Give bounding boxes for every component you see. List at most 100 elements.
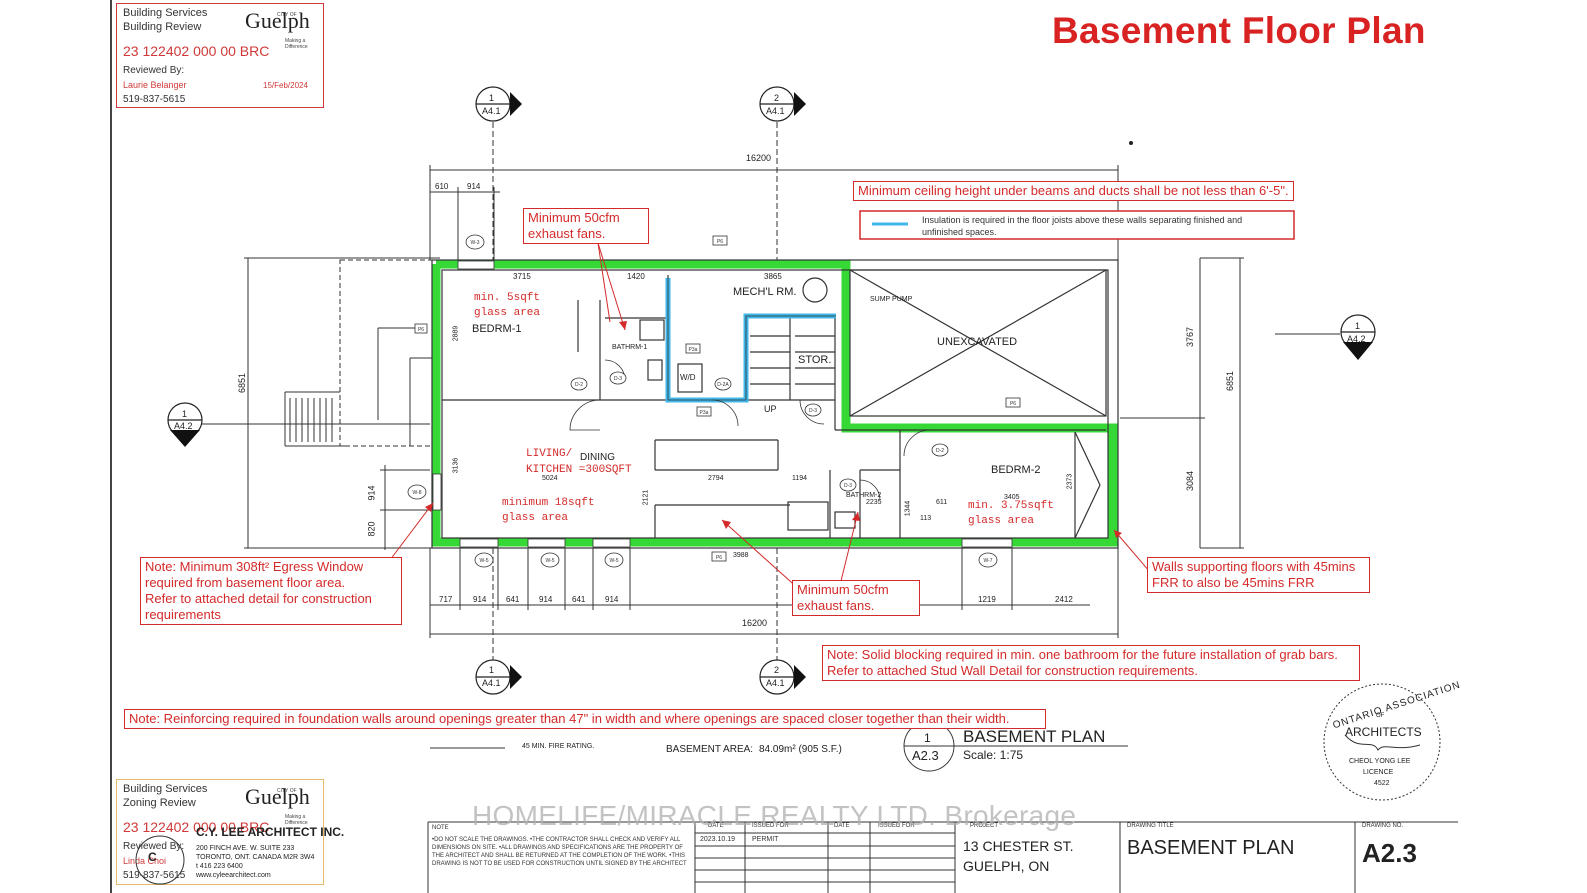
plan-title-sheet: A2.3	[912, 748, 939, 763]
label-wd: W/D	[680, 373, 696, 382]
section-marker-1-bottom-num: 1	[489, 665, 495, 675]
firm-logo: C	[148, 850, 157, 864]
section-marker-2-bottom-num: 2	[774, 665, 780, 675]
tb-row-issued: PERMIT	[752, 836, 779, 843]
section-marker-2-top-num: 2	[774, 93, 780, 103]
stamp-line2: Zoning Review	[123, 797, 196, 809]
dim-914-left: 914	[366, 485, 377, 501]
dim-1194: 1194	[792, 475, 808, 482]
dim-2235: 2235	[866, 499, 882, 506]
tb-row-date: 2023.10.19	[700, 836, 736, 843]
plan-title-num: 1	[924, 731, 931, 745]
svg-text:P6: P6	[1010, 401, 1016, 407]
dim-2412: 2412	[1055, 595, 1073, 604]
svg-text:P6: P6	[716, 555, 722, 561]
tb-drawing-no-header: DRAWING NO.	[1362, 823, 1404, 829]
plan-title-scale: Scale: 1:75	[963, 748, 1024, 762]
svg-text:W-3: W-3	[470, 240, 479, 246]
svg-text:D-3: D-3	[809, 408, 817, 414]
dim-2889: 2889	[452, 325, 460, 342]
label-mech: MECH'L RM.	[733, 286, 797, 298]
svg-text:D-2: D-2	[936, 448, 944, 454]
dim-5024: 5024	[542, 475, 558, 482]
dim-2121: 2121	[642, 489, 650, 506]
dim-1344: 1344	[904, 500, 912, 517]
stamp-line1: Building Services	[123, 7, 208, 19]
firm-tel: t 416 223 6400	[196, 863, 243, 870]
stamp-reviewed-label: Reviewed By:	[123, 841, 185, 852]
dim-820: 820	[366, 521, 377, 537]
svg-text:W-8: W-8	[412, 490, 421, 496]
dim-bottom-4: 914	[539, 595, 553, 604]
svg-text:P3a: P3a	[689, 347, 698, 353]
stamp-line1: Building Services	[123, 783, 208, 795]
dim-610: 610	[435, 182, 449, 191]
dim-3865: 3865	[764, 272, 782, 281]
svg-text:P3a: P3a	[700, 410, 709, 416]
section-marker-1-top-ref: A4.1	[482, 106, 501, 116]
stamp-reviewed-label: Reviewed By:	[123, 65, 185, 76]
dim-bottom-1: 717	[439, 595, 453, 604]
svg-text:D-2A: D-2A	[717, 382, 729, 388]
tb-drawing-no: A2.3	[1362, 838, 1417, 868]
label-kitchen: KITCHEN =300SQFT	[526, 464, 632, 476]
dim-3405: 3405	[1004, 494, 1020, 501]
page-title: Basement Floor Plan	[1052, 10, 1426, 51]
stamp-reviewer: Linda Choi	[123, 856, 167, 866]
stamp-logo-city: CITY OF	[277, 788, 297, 794]
note-egress-window: Note: Minimum 308ft² Egress Window requi…	[140, 557, 402, 625]
sheet-border-left	[110, 0, 112, 893]
stamp-logo-city: CITY OF	[277, 12, 297, 18]
legend-area-label: BASEMENT AREA:	[666, 744, 754, 755]
section-marker-2-bottom-ref: A4.1	[766, 678, 785, 688]
dim-3715: 3715	[513, 272, 531, 281]
dim-overall-bottom: 16200	[742, 618, 768, 628]
tb-project-line1: 13 CHESTER ST.	[963, 838, 1074, 854]
stamp-logo-caption: Making a Difference	[285, 814, 308, 826]
tb-drawing-title-header: DRAWING TITLE	[1127, 823, 1174, 829]
tb-date-header-2: DATE	[834, 823, 850, 829]
section-marker-right-ref: A4.2	[1347, 334, 1366, 344]
label-stor: STOR.	[798, 354, 832, 366]
tb-date-header: DATE	[708, 823, 724, 829]
seal-number: 4522	[1374, 780, 1390, 787]
dim-2794: 2794	[708, 475, 724, 482]
svg-text:D-2: D-2	[575, 382, 583, 388]
city-stamp-bottom: Building Services Zoning Review CITY OF …	[116, 779, 324, 885]
section-marker-left-num: 1	[182, 409, 188, 419]
section-marker-right-num: 1	[1355, 321, 1361, 331]
dim-bottom-2: 914	[473, 595, 487, 604]
seal-name: CHEOL YONG LEE	[1349, 758, 1411, 765]
svg-text:D-3: D-3	[614, 376, 622, 382]
dim-1219: 1219	[978, 595, 996, 604]
legend-area-value: 84.09m² (905 S.F.)	[759, 744, 842, 755]
stamp-phone: 519-837-5615	[123, 94, 186, 105]
label-glass-bedrm2: min. 3.75sqft glass area	[968, 500, 1054, 527]
label-sump: SUMP PUMP	[870, 296, 913, 303]
firm-name: C.Y. LEE ARCHITECT INC.	[196, 825, 345, 839]
dim-611: 611	[936, 499, 948, 506]
tb-drawing-title: BASEMENT PLAN	[1127, 837, 1295, 859]
svg-text:P6: P6	[418, 327, 424, 333]
note-ceiling-height: Minimum ceiling height under beams and d…	[853, 181, 1294, 201]
plan-title-name: BASEMENT PLAN	[963, 727, 1106, 746]
label-bedrm2: BEDRM-2	[991, 464, 1041, 476]
dim-914-top: 914	[467, 182, 481, 191]
dim-bottom-3: 641	[506, 595, 520, 604]
note-exhaust-bottom: Minimum 50cfm exhaust fans.	[792, 580, 920, 616]
dim-2373: 2373	[1066, 473, 1074, 490]
firm-address2: TORONTO, ONT. CANADA M2R 3W4	[196, 854, 315, 861]
svg-text:W-5: W-5	[545, 558, 554, 564]
dim-bottom-5: 641	[572, 595, 586, 604]
svg-text:W-5: W-5	[609, 558, 618, 564]
stamp-logo-caption: Making a Difference	[285, 38, 308, 50]
stamp-file-no: 23 122402 000 00 BRC	[123, 819, 270, 835]
section-marker-left-ref: A4.2	[174, 421, 193, 431]
legend-fire-rating: 45 MIN. FIRE RATING.	[522, 743, 595, 750]
seal-licence: LICENCE	[1363, 769, 1394, 776]
dim-overall-top: 16200	[746, 153, 772, 163]
dim-113: 113	[920, 515, 932, 522]
guelph-logo: Guelph	[245, 8, 310, 33]
seal-architects: ARCHITECTS	[1345, 725, 1422, 739]
